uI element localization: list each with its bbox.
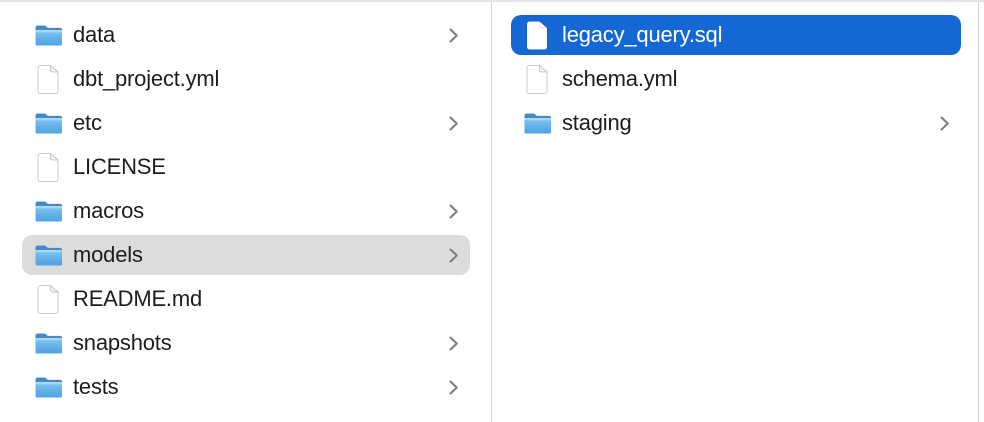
item-icon-wrap: [33, 23, 63, 48]
document-icon: [526, 64, 547, 94]
file-row-macros[interactable]: macros: [22, 191, 470, 231]
item-label: tests: [73, 374, 119, 399]
chevron-right-icon: [448, 27, 459, 44]
item-icon-wrap: [33, 375, 63, 400]
document-icon: [37, 64, 58, 94]
file-row-etc[interactable]: etc: [22, 103, 470, 143]
document-icon: [37, 284, 58, 314]
file-row-dbt-project-yml[interactable]: dbt_project.yml: [22, 59, 470, 99]
chevron-right-icon: [939, 115, 950, 132]
next-column-sliver: [979, 2, 984, 422]
item-label: macros: [73, 198, 144, 223]
item-label: LICENSE: [73, 154, 166, 179]
folder-icon: [35, 113, 62, 134]
item-icon-wrap: [33, 243, 63, 268]
item-icon-wrap: [33, 199, 63, 224]
file-row-snapshots[interactable]: snapshots: [22, 323, 470, 363]
folder-icon: [35, 333, 62, 354]
column-models-folder[interactable]: legacy_query.sql schema.yml staging: [492, 2, 979, 422]
item-icon-wrap: [522, 64, 552, 94]
file-row-readme-md[interactable]: README.md: [22, 279, 470, 319]
folder-icon: [35, 245, 62, 266]
chevron-right-icon: [448, 247, 459, 264]
item-icon-wrap: [522, 111, 552, 136]
folder-icon: [35, 377, 62, 398]
file-row-data[interactable]: data: [22, 15, 470, 55]
item-label: data: [73, 22, 116, 47]
item-icon-wrap: [33, 331, 63, 356]
item-label: dbt_project.yml: [73, 66, 220, 91]
file-row-staging[interactable]: staging: [511, 103, 961, 143]
chevron-right-icon: [448, 379, 459, 396]
chevron-right-icon: [448, 335, 459, 352]
file-row-schema-yml[interactable]: schema.yml: [511, 59, 961, 99]
file-row-models[interactable]: models: [22, 235, 470, 275]
chevron-right-icon: [448, 115, 459, 132]
document-icon: [526, 20, 547, 50]
item-icon-wrap: [33, 64, 63, 94]
item-icon-wrap: [33, 284, 63, 314]
file-row-legacy-query-sql[interactable]: legacy_query.sql: [511, 15, 961, 55]
folder-icon: [524, 113, 551, 134]
item-label: models: [73, 242, 143, 267]
file-row-license[interactable]: LICENSE: [22, 147, 470, 187]
column-project-root[interactable]: data dbt_project.yml etc: [0, 2, 492, 422]
item-icon-wrap: [522, 20, 552, 50]
item-icon-wrap: [33, 152, 63, 182]
item-label: etc: [73, 110, 102, 135]
item-label: staging: [562, 110, 632, 135]
item-icon-wrap: [33, 111, 63, 136]
item-label: README.md: [73, 286, 202, 311]
item-label: schema.yml: [562, 66, 678, 91]
chevron-right-icon: [448, 203, 459, 220]
folder-icon: [35, 25, 62, 46]
folder-icon: [35, 201, 62, 222]
item-label: legacy_query.sql: [562, 22, 723, 47]
document-icon: [37, 152, 58, 182]
item-label: snapshots: [73, 330, 172, 355]
file-row-tests[interactable]: tests: [22, 367, 470, 407]
